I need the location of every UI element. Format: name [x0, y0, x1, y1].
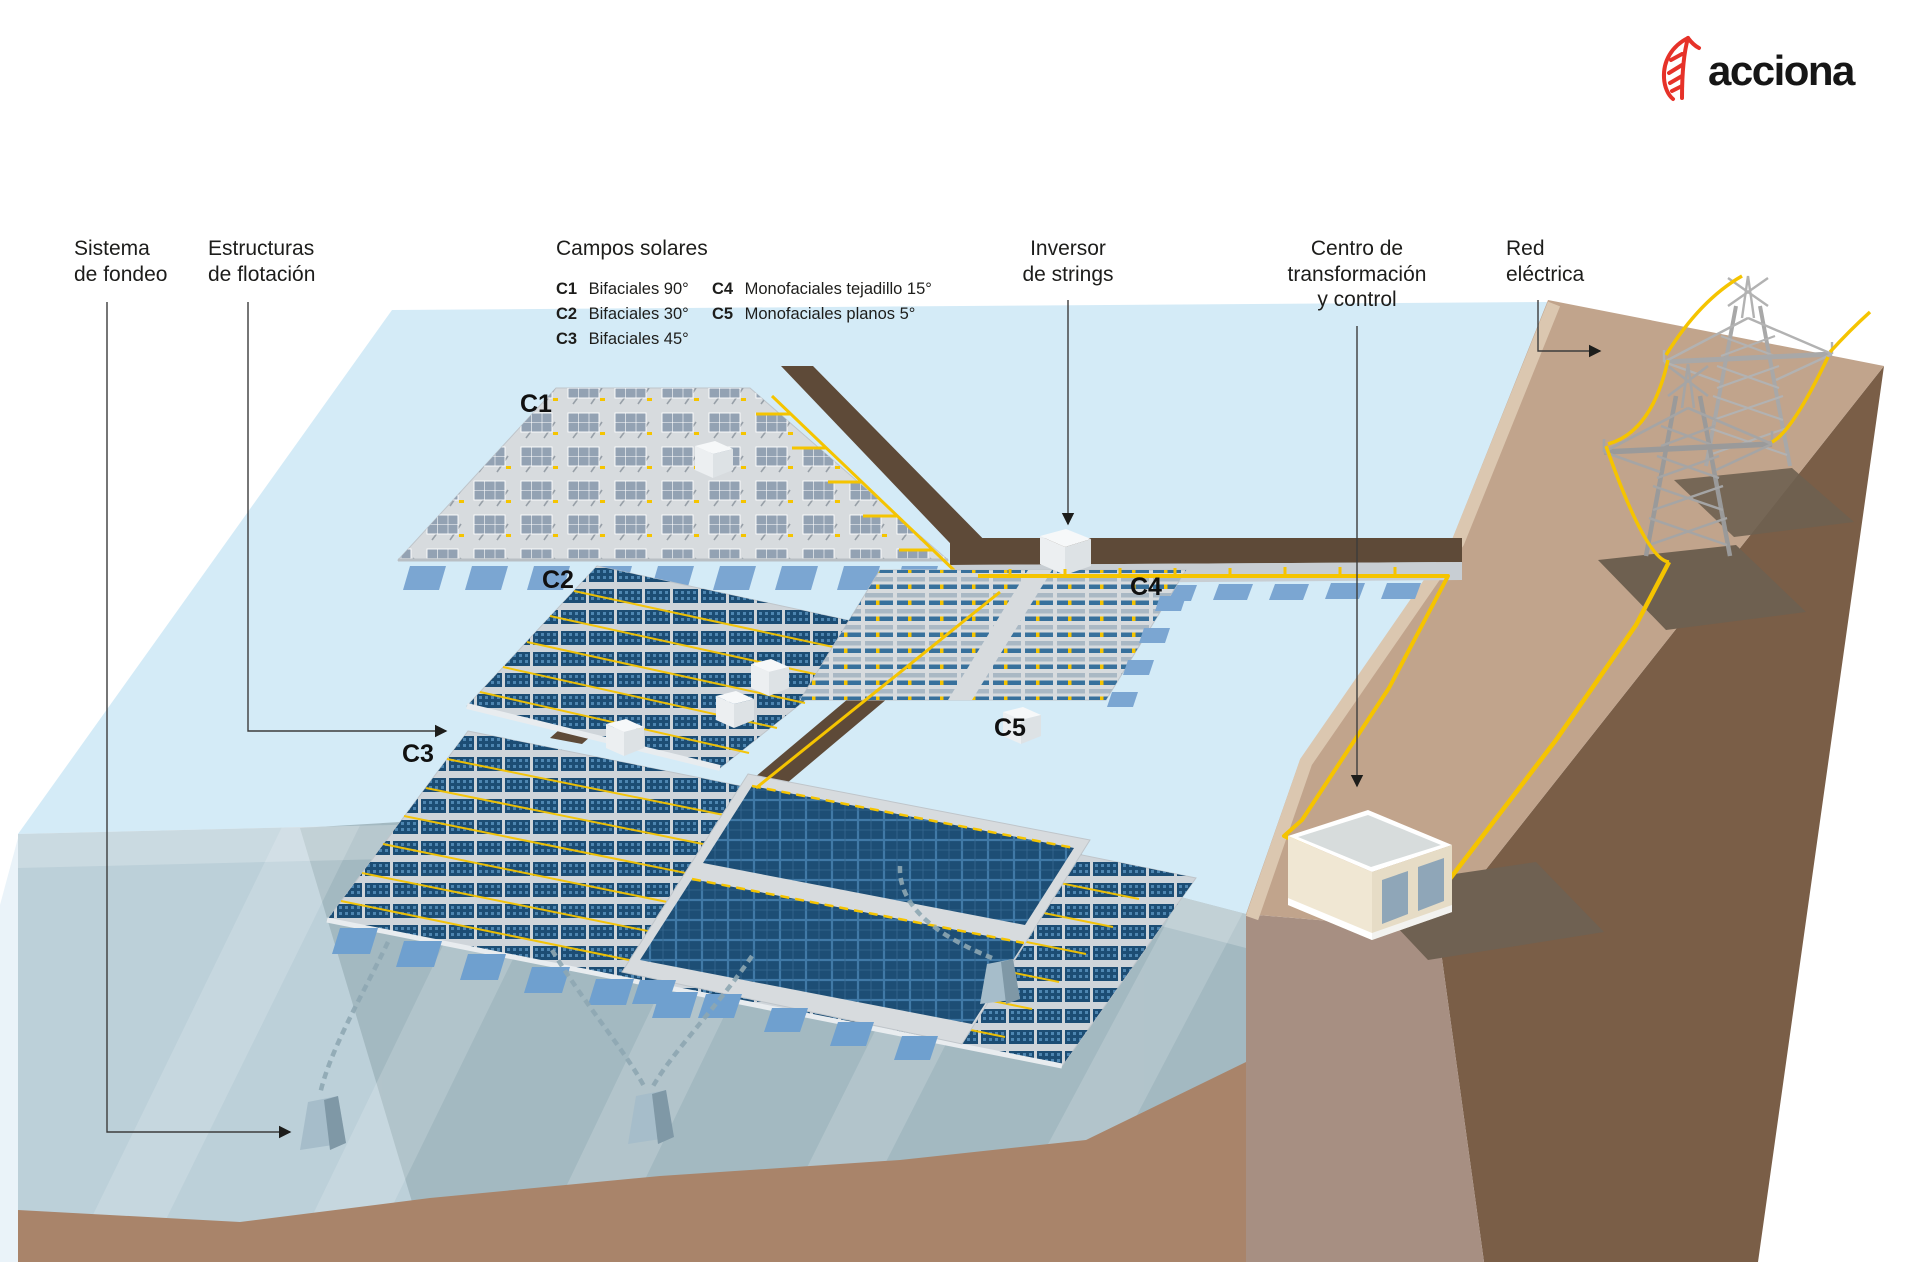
seabed	[18, 1062, 1246, 1262]
pier-cable-ticks	[1008, 567, 1397, 577]
legend-column-2: C4 Monofaciales tejadillo 15° C5 Monofac…	[712, 280, 932, 330]
acciona-wordmark: acciona	[1708, 46, 1855, 94]
legend-code: C2	[556, 305, 578, 323]
walkway-cable-c2-c4	[755, 590, 1001, 790]
beach-strip	[1245, 301, 1561, 921]
legend-column-1: C1 Bifaciales 90° C2 Bifaciales 30° C3 B…	[556, 280, 689, 355]
c1-string-cable	[770, 394, 960, 576]
legend-item-c3: C3 Bifaciales 45°	[556, 330, 689, 349]
mooring-system	[300, 865, 1020, 1150]
c4-floats	[1107, 596, 1186, 707]
leader-grid	[1537, 300, 1602, 358]
annotation-transformation-center: Centro de transformación y control	[1287, 237, 1427, 312]
solar-field-c1	[396, 387, 960, 590]
legend-desc: Monofaciales tejadillo 15°	[744, 280, 932, 298]
legend-code: C5	[712, 305, 734, 323]
field-label-c1: C1	[520, 390, 552, 418]
solar-field-c5	[621, 773, 1091, 1060]
leader-lines	[106, 300, 1602, 1139]
annotation-mooring-system: Sistema de fondeo	[74, 237, 168, 286]
overhead-lines	[1604, 274, 1872, 564]
annotation-flotation-structures: Estructuras de flotación	[208, 237, 316, 286]
grid-feed-cable	[1434, 560, 1671, 899]
field-label-c5: C5	[994, 714, 1026, 742]
legend-code: C3	[556, 330, 578, 348]
walkway-c1-side	[781, 366, 1002, 562]
legend-desc: Bifaciales 45°	[588, 330, 689, 348]
junction-boxes	[606, 441, 1091, 756]
mooring-anchor	[980, 959, 1020, 1004]
c4-center-aisle	[948, 570, 1052, 700]
leader-mooring	[106, 302, 292, 1139]
legend-item-c5: C5 Monofaciales planos 5°	[712, 305, 932, 324]
legend-desc: Bifaciales 90°	[588, 280, 689, 298]
legend-code: C4	[712, 280, 734, 298]
land-front-face	[1246, 914, 1484, 1262]
legend-item-c2: C2 Bifaciales 30°	[556, 305, 689, 324]
pier-main	[950, 538, 1462, 565]
c5-floats	[632, 980, 938, 1060]
legend-code: C1	[556, 280, 578, 298]
legend-item-c4: C4 Monofaciales tejadillo 15°	[712, 280, 932, 299]
legend-item-c1: C1 Bifaciales 90°	[556, 280, 689, 299]
acciona-leaf-icon	[1658, 34, 1704, 107]
leader-flotation	[247, 302, 448, 738]
transmission-tower-front	[1602, 363, 1774, 557]
field-label-c4: C4	[1130, 573, 1162, 601]
legend-desc: Bifaciales 30°	[588, 305, 689, 323]
land-top	[1246, 300, 1884, 930]
string-inverter-box	[1040, 529, 1091, 575]
solar-field-c2	[466, 565, 895, 771]
c5-edge-cables	[691, 784, 1075, 945]
field-label-c2: C2	[542, 566, 574, 594]
transmission-tower-back	[1662, 275, 1834, 467]
slab-left-face	[0, 838, 18, 1262]
acciona-logo: acciona	[1658, 34, 1855, 107]
building-window	[1418, 858, 1444, 911]
c2-float-edge	[466, 703, 721, 771]
mooring-anchor	[300, 1096, 346, 1150]
junction-box	[716, 691, 754, 728]
c1-cable-stubs	[756, 412, 933, 552]
legend-desc: Monofaciales planos 5°	[744, 305, 916, 323]
annotation-electric-grid: Red eléctrica	[1506, 237, 1585, 286]
field-label-c3: C3	[402, 740, 434, 768]
annotation-string-inverter: Inversor de strings	[1022, 237, 1114, 286]
legend-title: Campos solares	[556, 237, 708, 260]
solar-field-c4	[799, 569, 1187, 707]
junction-box	[1003, 707, 1041, 744]
junction-box	[695, 441, 733, 478]
building-window	[1382, 871, 1408, 924]
mooring-anchor	[628, 1090, 674, 1144]
mooring-chains	[317, 865, 993, 1095]
junction-box	[751, 659, 789, 696]
junction-box	[606, 719, 644, 756]
transformer-building	[1288, 810, 1452, 940]
tower-shadow-front	[1598, 545, 1806, 630]
